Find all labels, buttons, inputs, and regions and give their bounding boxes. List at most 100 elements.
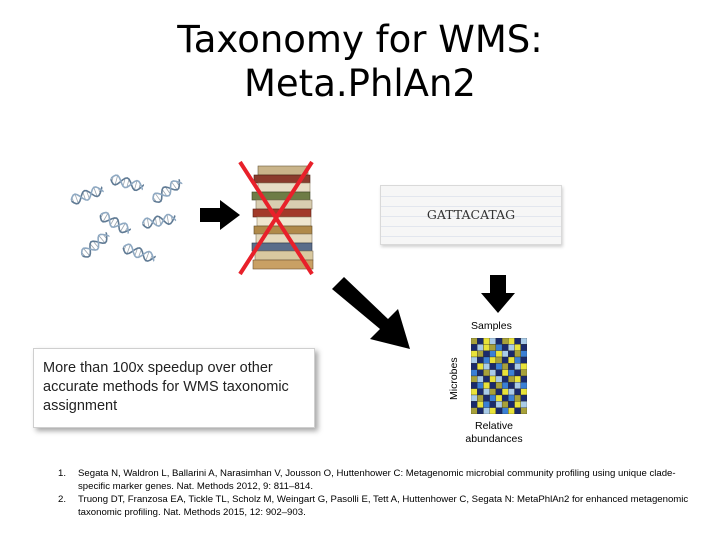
slide-title: Taxonomy for WMS: Meta.PhlAn2 xyxy=(0,18,720,106)
heatmap-cell xyxy=(521,389,527,395)
heatmap-cell xyxy=(490,370,496,376)
heatmap-cell xyxy=(483,351,489,357)
heatmap-cell xyxy=(471,401,477,407)
heatmap-cell xyxy=(502,351,508,357)
relative-abundances-label: Relative abundances xyxy=(459,420,529,446)
heatmap-cell xyxy=(502,382,508,388)
heatmap-cell xyxy=(502,401,508,407)
heatmap-cell xyxy=(521,382,527,388)
heatmap-cell xyxy=(502,370,508,376)
speedup-text: More than 100x speedup over other accura… xyxy=(43,359,305,416)
sequence-text: GATTACATAG xyxy=(381,207,561,222)
title-line-1: Taxonomy for WMS: xyxy=(0,18,720,62)
heatmap-cell xyxy=(515,395,521,401)
dna-icon xyxy=(141,210,177,232)
heatmap-cell xyxy=(490,344,496,350)
speedup-callout: More than 100x speedup over other accura… xyxy=(33,348,315,428)
heatmap-cell xyxy=(490,395,496,401)
arrow-diagonal-icon xyxy=(328,275,418,355)
heatmap-cell xyxy=(477,401,483,407)
heatmap-cell xyxy=(508,344,514,350)
heatmap-cell xyxy=(496,370,502,376)
heatmap-cell xyxy=(521,351,527,357)
arrow-down-icon xyxy=(481,275,515,313)
heatmap-cell xyxy=(508,382,514,388)
heatmap-cell xyxy=(471,376,477,382)
heatmap-cell xyxy=(477,338,483,344)
heatmap-cell xyxy=(496,382,502,388)
red-x-icon xyxy=(236,158,316,278)
heatmap-cell xyxy=(502,376,508,382)
heatmap-cell xyxy=(471,370,477,376)
heatmap-cell xyxy=(521,363,527,369)
heatmap-cell xyxy=(496,357,502,363)
heatmap-cell xyxy=(490,338,496,344)
title-line-2: Meta.PhlAn2 xyxy=(0,62,720,106)
heatmap-cell xyxy=(521,376,527,382)
dna-icon xyxy=(148,175,185,208)
heatmap-cell xyxy=(515,357,521,363)
heatmap-cell xyxy=(496,389,502,395)
heatmap-cell xyxy=(483,382,489,388)
heatmap-cell xyxy=(471,344,477,350)
heatmap-cell xyxy=(490,408,496,414)
heatmap-cell xyxy=(490,401,496,407)
heatmap-cell xyxy=(515,370,521,376)
heatmap-cell xyxy=(471,338,477,344)
heatmap-cell xyxy=(521,357,527,363)
heatmap-cell xyxy=(502,363,508,369)
heatmap-cell xyxy=(508,401,514,407)
heatmap-cell xyxy=(508,351,514,357)
heatmap-cell xyxy=(502,344,508,350)
heatmap-cell xyxy=(471,389,477,395)
heatmap-cell xyxy=(496,363,502,369)
heatmap-cell xyxy=(521,338,527,344)
heatmap-cell xyxy=(496,408,502,414)
heatmap-cell xyxy=(477,344,483,350)
heatmap-cell xyxy=(471,382,477,388)
heatmap-cell xyxy=(483,408,489,414)
heatmap-cell xyxy=(515,389,521,395)
heatmap-cell xyxy=(515,382,521,388)
arrow-right-icon xyxy=(200,200,240,230)
heatmap-cell xyxy=(521,395,527,401)
heatmap-cell xyxy=(521,370,527,376)
heatmap-cell xyxy=(508,363,514,369)
heatmap-cell xyxy=(508,408,514,414)
heatmap-cell xyxy=(483,363,489,369)
heatmap-cell xyxy=(471,357,477,363)
heatmap-cell xyxy=(515,344,521,350)
heatmap-cell xyxy=(490,351,496,357)
heatmap-cell xyxy=(477,357,483,363)
sequence-paper: GATTACATAG xyxy=(380,185,562,245)
heatmap-cell xyxy=(508,370,514,376)
heatmap-cell xyxy=(483,401,489,407)
samples-label: Samples xyxy=(471,320,512,332)
heatmap-cell xyxy=(483,357,489,363)
heatmap-cell xyxy=(502,395,508,401)
heatmap-cell xyxy=(490,382,496,388)
heatmap-cell xyxy=(508,389,514,395)
heatmap-cell xyxy=(471,408,477,414)
heatmap-cell xyxy=(496,401,502,407)
heatmap-cell xyxy=(521,401,527,407)
heatmap-cell xyxy=(496,395,502,401)
heatmap-cell xyxy=(502,338,508,344)
heatmap-cell xyxy=(490,357,496,363)
heatmap-cell xyxy=(496,351,502,357)
heatmap-cell xyxy=(490,389,496,395)
heatmap-cell xyxy=(471,363,477,369)
dna-icon xyxy=(109,171,146,195)
dna-icon xyxy=(120,240,157,267)
reference-item: 2. Truong DT, Franzosa EA, Tickle TL, Sc… xyxy=(58,493,698,519)
heatmap-cell xyxy=(502,408,508,414)
dna-icon xyxy=(77,228,113,262)
heatmap-cell xyxy=(496,338,502,344)
heatmap-cell xyxy=(471,395,477,401)
references-list: 1. Segata N, Waldron L, Ballarini A, Nar… xyxy=(58,467,698,519)
dna-cluster xyxy=(70,175,180,270)
heatmap-cell xyxy=(502,389,508,395)
heatmap-cell xyxy=(477,395,483,401)
heatmap-cell xyxy=(483,370,489,376)
heatmap-cell xyxy=(515,363,521,369)
